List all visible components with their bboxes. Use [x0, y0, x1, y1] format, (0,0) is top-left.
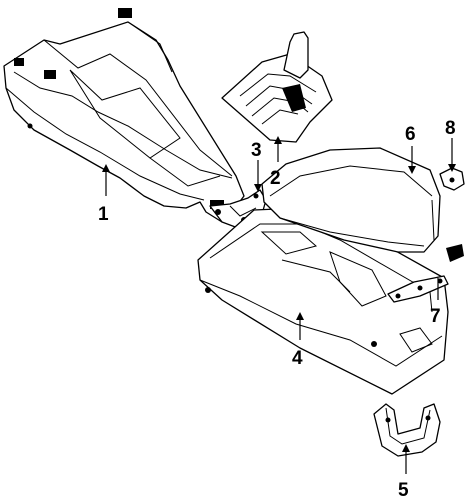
- shift-boot-part: [221, 31, 333, 143]
- callout-5: 5: [398, 480, 409, 500]
- screw-hole: [371, 341, 377, 347]
- callout-1: 1: [98, 204, 109, 225]
- callout-3: 3: [251, 140, 262, 161]
- bracket-bolt: [215, 209, 221, 215]
- armrest-lid-part: [261, 147, 441, 253]
- callout-8: 8: [445, 118, 456, 139]
- bracket-bolt: [253, 193, 259, 199]
- latch-screw: [449, 177, 455, 183]
- rear-bracket-part: [373, 403, 441, 457]
- hinge-tab: [446, 244, 464, 262]
- console-tab: [44, 70, 56, 79]
- bracket-bolt: [425, 415, 431, 421]
- callout-7: 7: [430, 306, 441, 327]
- callout-2: 2: [270, 168, 281, 189]
- callout-6: 6: [405, 124, 416, 145]
- callout-4: 4: [292, 348, 303, 369]
- console-tab: [14, 58, 24, 66]
- console-tab: [210, 200, 224, 209]
- leader-lines: [102, 136, 456, 474]
- hinge-pin: [395, 293, 401, 299]
- console-clip: [118, 8, 132, 18]
- screw-hole: [205, 287, 211, 293]
- hinge-pin: [437, 278, 443, 284]
- screw-hole: [27, 123, 33, 129]
- callout-labels: 1 2 3 4 5 6 7 8: [98, 118, 456, 500]
- bracket-bolt: [385, 417, 391, 423]
- front-console-part: [3, 8, 245, 223]
- lid-hinge-part: [387, 244, 464, 303]
- hinge-pin: [417, 285, 423, 291]
- boot-fold-shadow: [282, 84, 306, 112]
